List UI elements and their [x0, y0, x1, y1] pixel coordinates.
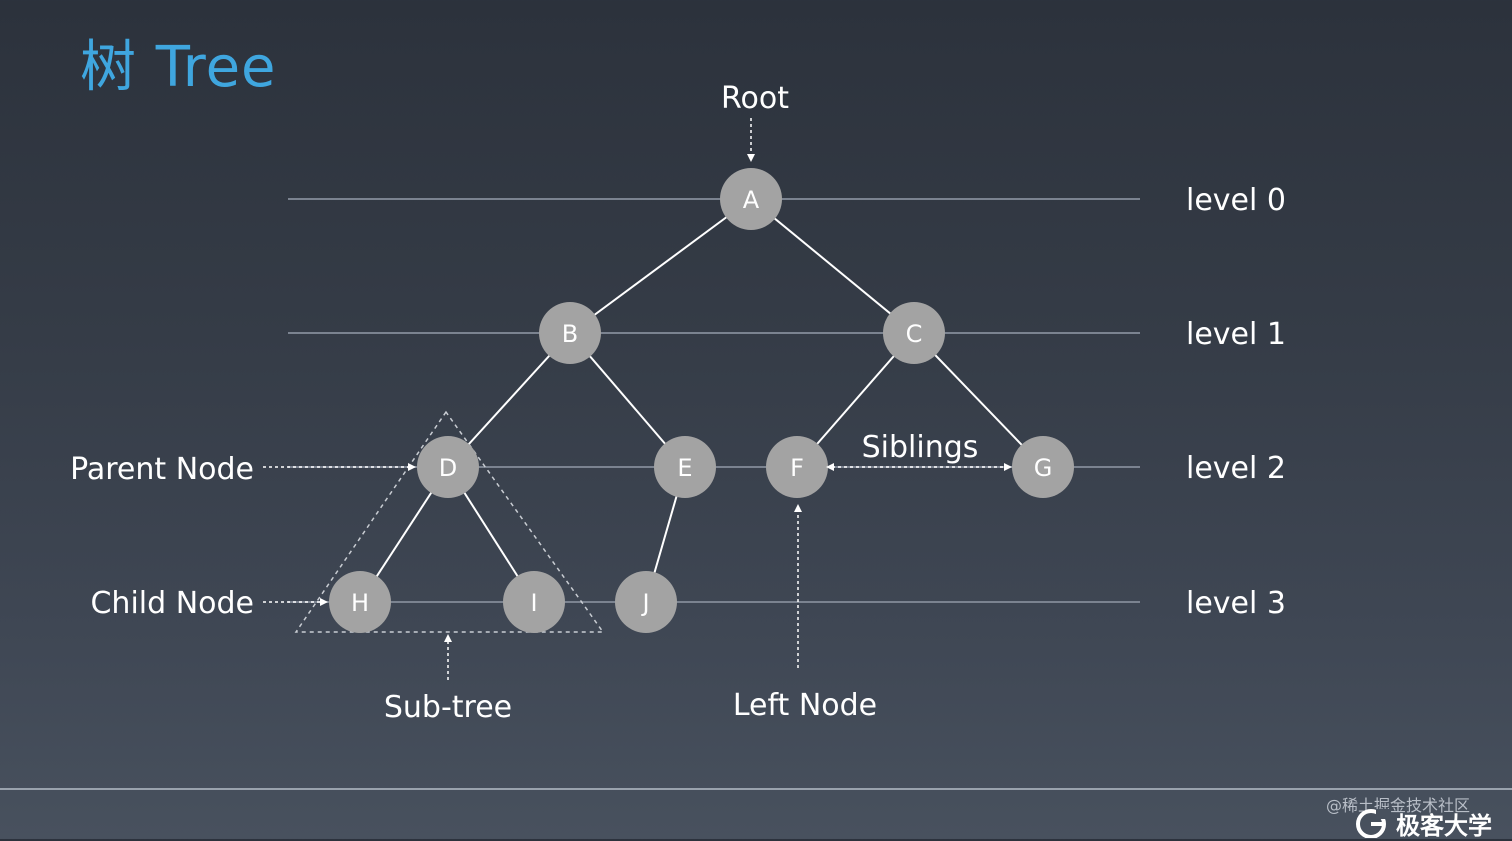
- tree-diagram: level 0 level 1 level 2 level 3 A B C: [70, 81, 1286, 725]
- footer-divider: [0, 788, 1512, 790]
- child-node-label: Child Node: [90, 586, 254, 621]
- node-label-j: J: [640, 589, 649, 617]
- brand-logo: 极客大学: [1352, 808, 1492, 840]
- page-title: 树 Tree: [80, 35, 277, 100]
- node-label-b: B: [562, 320, 578, 348]
- edge-a-c: [750, 198, 915, 334]
- node-label-h: H: [351, 589, 369, 617]
- node-d: D: [417, 436, 479, 498]
- siblings-label: Siblings: [862, 430, 979, 465]
- edge-a-b: [569, 198, 752, 334]
- node-label-a: A: [743, 186, 760, 214]
- node-label-c: C: [906, 320, 923, 348]
- node-label-i: I: [530, 589, 537, 617]
- level-label-1: level 1: [1186, 317, 1286, 352]
- edge-c-g: [913, 332, 1044, 468]
- node-h: H: [329, 571, 391, 633]
- node-f: F: [766, 436, 828, 498]
- node-label-f: F: [790, 454, 804, 482]
- node-i: I: [503, 571, 565, 633]
- level-label-3: level 3: [1186, 586, 1286, 621]
- left-node-label: Left Node: [733, 688, 877, 723]
- node-j: J: [615, 571, 677, 633]
- watermark: @稀土掘金技术社区: [1326, 796, 1471, 815]
- root-label: Root: [721, 81, 789, 116]
- brand-text: 极客大学: [1396, 811, 1492, 840]
- node-g: G: [1012, 436, 1074, 498]
- subtree-label: Sub-tree: [384, 690, 512, 725]
- level-label-0: level 0: [1186, 183, 1286, 218]
- parent-node-label: Parent Node: [70, 452, 254, 487]
- node-b: B: [539, 302, 601, 364]
- brand-g-icon: [1356, 809, 1390, 838]
- node-label-e: E: [677, 454, 692, 482]
- node-label-d: D: [439, 454, 457, 482]
- node-e: E: [654, 436, 716, 498]
- level-label-2: level 2: [1186, 451, 1286, 486]
- node-a: A: [720, 168, 782, 230]
- subtree-outline: [294, 410, 605, 633]
- node-c: C: [883, 302, 945, 364]
- node-label-g: G: [1034, 454, 1053, 482]
